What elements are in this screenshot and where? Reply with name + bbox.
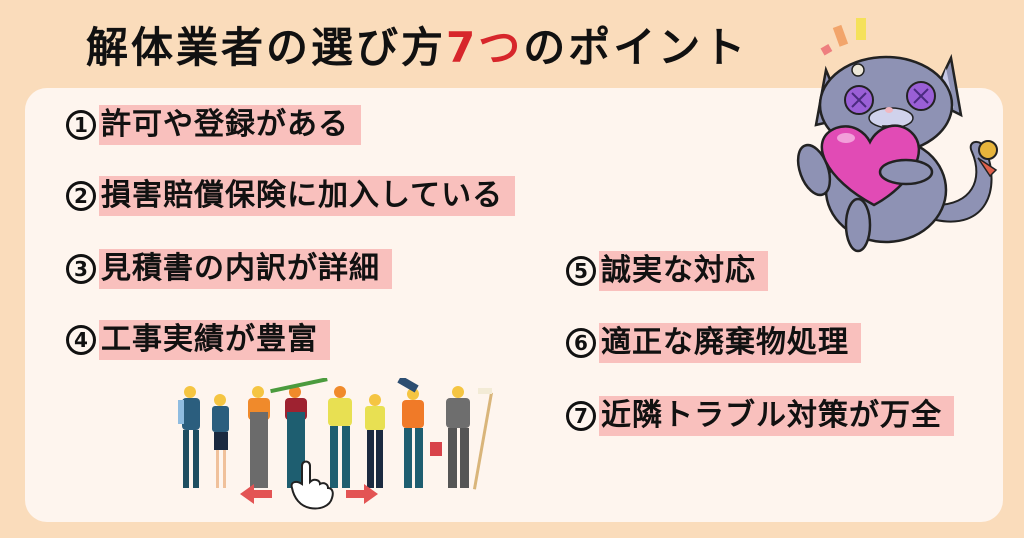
point-item-5: 5 誠実な対応 [566,251,768,291]
circled-number: 4 [66,325,96,355]
sparkle-icon [820,18,866,56]
circled-number: 2 [66,181,96,211]
point-item-2: 2 損害賠償保険に加入している [66,176,516,216]
cat-holding-heart-illustration [796,53,998,253]
point-label: 近隣トラブル対策が万全 [599,396,954,436]
point-item-4: 4 工事実績が豊富 [66,320,330,360]
circled-number: 5 [566,256,596,286]
pointing-hand-icon [290,460,334,510]
arrow-right-icon [346,484,378,504]
point-label: 許可や登録がある [99,105,361,145]
title-main: 解体業者の選び方 [86,23,447,72]
point-item-3: 3 見積書の内訳が詳細 [66,249,392,289]
point-label: 損害賠償保険に加入している [99,176,516,216]
title-accent: 7つ [446,23,524,72]
construction-workers-illustration [178,378,493,510]
title-suffix: のポイント [523,23,749,72]
point-item-1: 1 許可や登録がある [66,105,361,145]
point-item-7: 7 近隣トラブル対策が万全 [566,396,954,436]
circled-number: 1 [66,110,96,140]
circled-number: 7 [566,401,596,431]
point-label: 誠実な対応 [599,251,768,291]
arrow-left-icon [240,484,272,504]
point-label: 工事実績が豊富 [99,320,330,360]
circled-number: 6 [566,328,596,358]
page-title: 解体業者の選び方7つのポイント [86,20,748,76]
circled-number: 3 [66,254,96,284]
point-label: 適正な廃棄物処理 [599,323,861,363]
point-item-6: 6 適正な廃棄物処理 [566,323,861,363]
point-label: 見積書の内訳が詳細 [99,249,392,289]
